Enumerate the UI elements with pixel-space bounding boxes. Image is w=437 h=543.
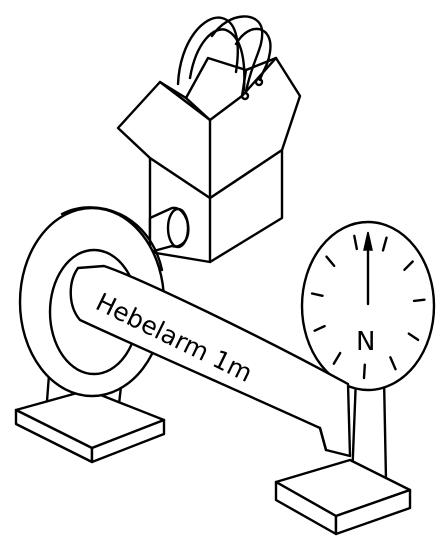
motor-box xyxy=(118,58,300,262)
drive-shaft xyxy=(150,208,188,252)
gauge-unit-label: N xyxy=(356,327,375,357)
gauge-tick xyxy=(414,300,425,301)
gauge-tick xyxy=(364,365,365,378)
